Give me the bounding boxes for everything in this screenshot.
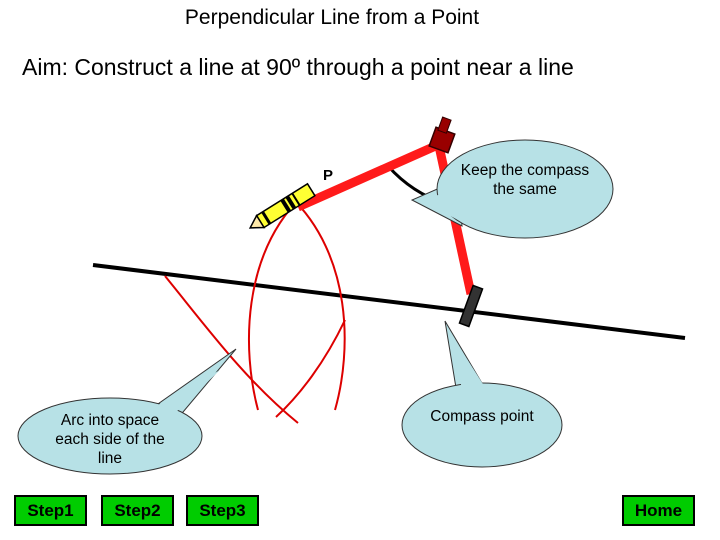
home-button[interactable]: Home: [622, 495, 695, 526]
callout-keep-compass-text: Keep the compass the same: [460, 162, 590, 198]
callout-compass-point: [401, 320, 563, 468]
step2-button[interactable]: Step2: [101, 495, 174, 526]
arc-right: [289, 195, 346, 411]
arc-upper-crossing: [164, 275, 299, 424]
arc-lower-crossing: [275, 319, 346, 418]
given-line: [92, 263, 686, 340]
compass-hinge: [428, 116, 456, 154]
pencil-icon: [248, 182, 316, 229]
compass-arm-pencil: [296, 139, 442, 212]
callout-compass-point-text: Compass point: [430, 408, 534, 425]
compass-needle: [458, 284, 484, 328]
callout-arc-into-space-text: Arc into space each side of the line: [55, 412, 165, 467]
arc-left: [248, 195, 303, 411]
callout-arc-into-space: [17, 348, 237, 475]
page-title: Perpendicular Line from a Point: [184, 6, 480, 29]
step1-button[interactable]: Step1: [14, 495, 87, 526]
callout-keep-compass: [410, 139, 614, 239]
aim-statement: Aim: Construct a line at 90º through a p…: [22, 54, 574, 80]
point-label: P: [323, 167, 333, 184]
step3-button[interactable]: Step3: [186, 495, 259, 526]
